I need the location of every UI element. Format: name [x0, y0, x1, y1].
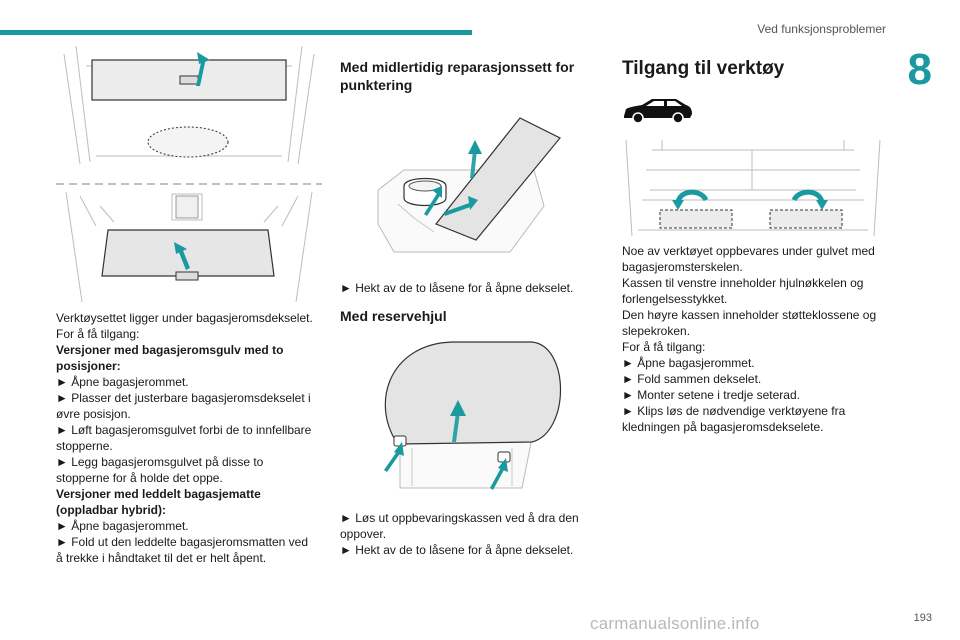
spare-wheel-line: oppover. — [340, 527, 387, 541]
col1-line: øvre posisjon. — [56, 407, 131, 421]
spare-wheel-line: ► Løs ut oppbevaringskassen ved å dra de… — [340, 511, 579, 525]
col3-line: slepekroken. — [622, 324, 691, 338]
col3-line: Den høyre kassen inneholder støtteklosse… — [622, 308, 877, 322]
col1-line: Verktøysettet ligger under bagasjeromsde… — [56, 311, 313, 325]
col3-line: Noe av verktøyet oppbevares under gulvet… — [622, 244, 875, 258]
repair-kit-illustration — [377, 117, 561, 253]
spare-wheel-instructions: ► Løs ut oppbevaringskassen ved å dra de… — [340, 510, 590, 558]
repair-kit-heading: Med midlertidig reparasjonssett for punk… — [340, 58, 590, 94]
watermark: carmanualsonline.info — [590, 614, 760, 633]
trunk-floor-illustration — [56, 46, 322, 302]
tool-access-heading: Tilgang til verktøy — [622, 58, 785, 79]
spare-wheel-illustration — [384, 341, 561, 490]
col3-line: ► Fold sammen dekselet. — [622, 372, 762, 386]
section-title: Ved funksjonsproblemer — [757, 22, 886, 36]
col3-line: ► Klips løs de nødvendige verktøyene fra — [622, 404, 846, 418]
spare-wheel-line: ► Hekt av de to låsene for å åpne deksel… — [340, 543, 574, 557]
col1-line: ► Løft bagasjeromsgulvet forbi de to inn… — [56, 423, 312, 437]
chapter-number: 8 — [907, 45, 932, 94]
repair-kit-line: ► Hekt av de to låsene for å åpne deksel… — [340, 281, 574, 295]
repair-kit-instructions: ► Hekt av de to låsene for å åpne deksel… — [340, 280, 590, 296]
accent-bar — [0, 30, 472, 35]
col1-line-bold: Versjoner med leddelt bagasjematte — [56, 487, 261, 501]
col1-line-bold: (oppladbar hybrid): — [56, 503, 166, 517]
col3-line: For å få tilgang: — [622, 340, 706, 354]
col3-line: bagasjeromsterskelen. — [622, 260, 743, 274]
col3-line: ► Åpne bagasjerommet. — [622, 356, 755, 370]
spare-wheel-heading: Med reservehjul — [340, 308, 447, 324]
repair-kit-heading-line: Med midlertidig reparasjonssett for — [340, 59, 575, 75]
col1-line-bold: Versjoner med bagasjeromsgulv med to — [56, 343, 284, 357]
col1-line: ► Åpne bagasjerommet. — [56, 519, 189, 533]
col3-line: ► Monter setene i tredje seterad. — [622, 388, 800, 402]
page-number: 193 — [913, 612, 932, 624]
col1-line: å trekke i håndtaket til det er helt åpe… — [56, 551, 267, 565]
col3-line: Kassen til venstre inneholder hjulnøkkel… — [622, 276, 864, 290]
col1-line: ► Fold ut den leddelte bagasjeromsmatten… — [56, 535, 309, 549]
col1-line: ► Plasser det justerbare bagasjeromsdeks… — [56, 391, 311, 405]
col3-line: kledningen på bagasjeromsdekselete. — [622, 420, 824, 434]
repair-kit-heading-line: punktering — [340, 77, 413, 93]
col1-line: ► Åpne bagasjerommet. — [56, 375, 189, 389]
col1-line: stopperne. — [56, 439, 113, 453]
tool-boxes-illustration — [625, 140, 881, 236]
trunk-access-instructions: Verktøysettet ligger under bagasjeromsde… — [56, 310, 322, 566]
col3-line: forlengelsesstykket. — [622, 292, 728, 306]
car-silhouette-icon — [624, 99, 692, 124]
col1-line: stopperne for å holde det oppe. — [56, 471, 223, 485]
col1-line: For å få tilgang: — [56, 327, 140, 341]
col1-line: ► Legg bagasjeromsgulvet på disse to — [56, 455, 264, 469]
tool-access-instructions: Noe av verktøyet oppbevares under gulvet… — [622, 243, 884, 435]
col1-line-bold: posisjoner: — [56, 359, 121, 373]
